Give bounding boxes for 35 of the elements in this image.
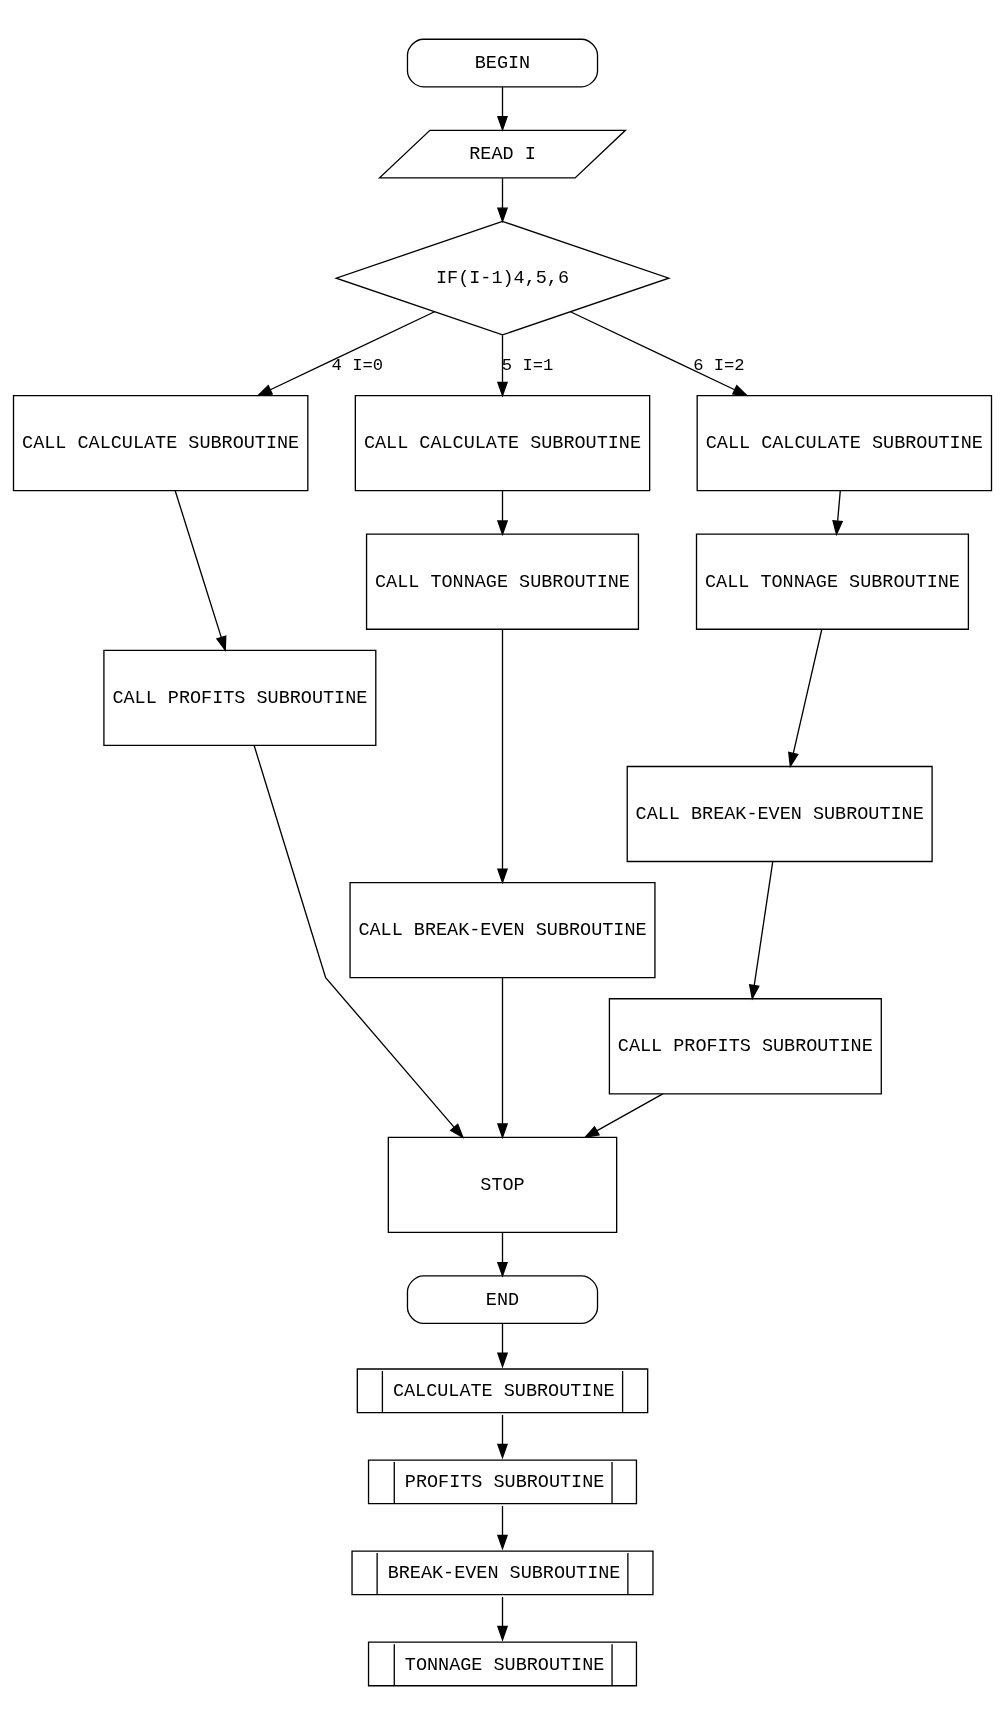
arrow [496,334,509,398]
arrow [496,1231,509,1278]
arrow [583,1092,664,1138]
edge-label: 6 I=2 [693,355,745,375]
arrow [253,744,465,1139]
arrow [496,1413,509,1459]
arrow [496,976,509,1139]
arrow [496,1322,509,1368]
arrow [569,310,749,396]
arrow [256,310,436,396]
arrow [832,489,844,536]
node-box: CALL TONNAGE SUBROUTINE [365,533,640,630]
arrow [496,1504,509,1551]
arrow [174,489,227,652]
arrow [496,85,509,132]
node-box: CALL PROFITS SUBROUTINE [103,649,377,746]
node-box: CALL CALCULATE SUBROUTINE [12,394,309,491]
node-box: CALL PROFITS SUBROUTINE [608,997,882,1094]
node-box: CALL BREAK-EVEN SUBROUTINE [626,765,933,862]
node-box: END [406,1274,599,1324]
node-box: CALL BREAK-EVEN SUBROUTINE [349,881,656,978]
node-box: CALL CALCULATE SUBROUTINE [696,394,993,491]
arrow [748,860,774,1001]
node-box: CALL CALCULATE SUBROUTINE [354,394,651,491]
arrow [496,1595,509,1642]
node-diamond: IF(I-1)4,5,6 [334,220,671,336]
node-box: CALL TONNAGE SUBROUTINE [695,533,970,630]
arrow [496,489,509,536]
node-box: STOP [387,1136,618,1233]
arrow [788,628,823,768]
edge-label: 5 I=1 [501,355,554,375]
node-box: BEGIN [406,38,599,87]
arrow [496,177,509,223]
edge-label: 4 I=0 [331,355,384,375]
arrow [496,628,509,884]
